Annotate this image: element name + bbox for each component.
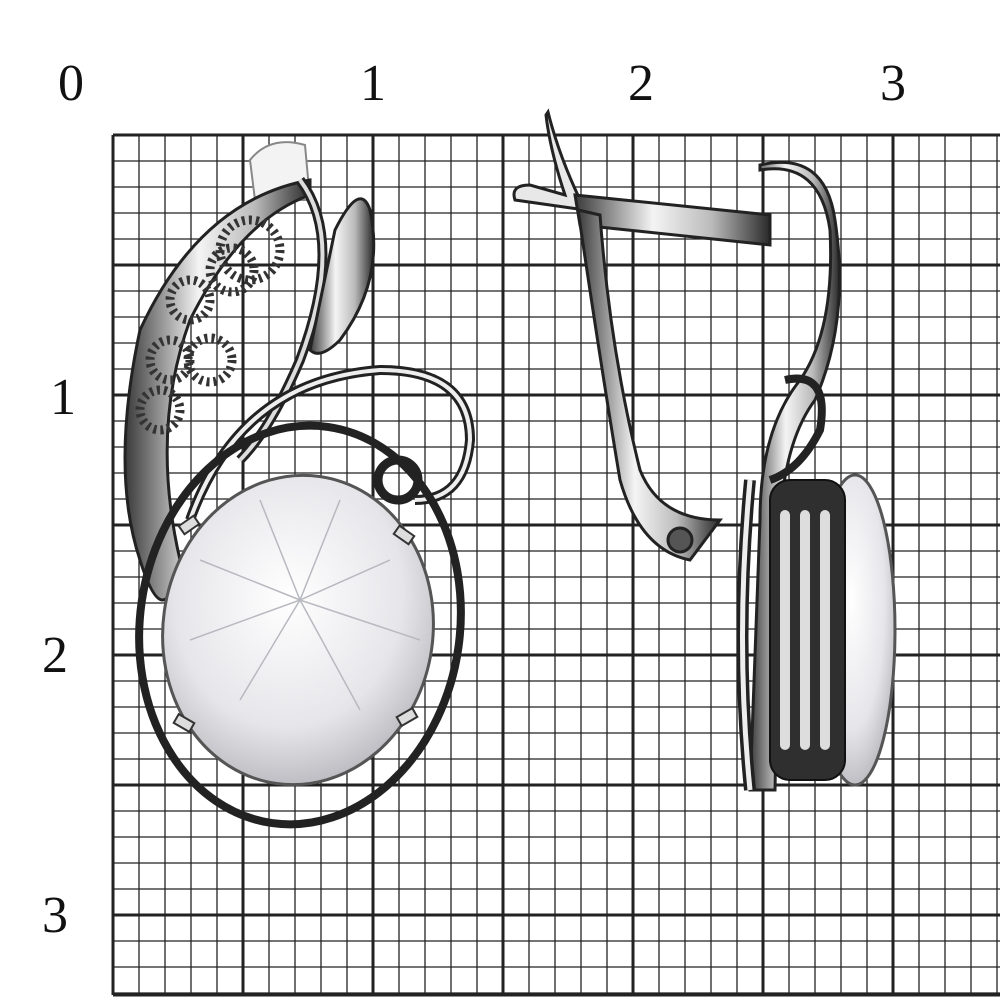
scale-label-top-3: 3	[880, 55, 906, 112]
scale-label-left-1: 1	[50, 369, 76, 426]
scale-label-top-0: 0	[58, 55, 84, 112]
scale-label-top-1: 1	[360, 55, 386, 112]
scale-label-top-2: 2	[628, 55, 654, 112]
earring-side-view	[512, 108, 897, 792]
scale-label-left-3: 3	[42, 887, 68, 944]
scale-label-left-2: 2	[42, 627, 68, 684]
earring-front-view	[123, 141, 476, 829]
